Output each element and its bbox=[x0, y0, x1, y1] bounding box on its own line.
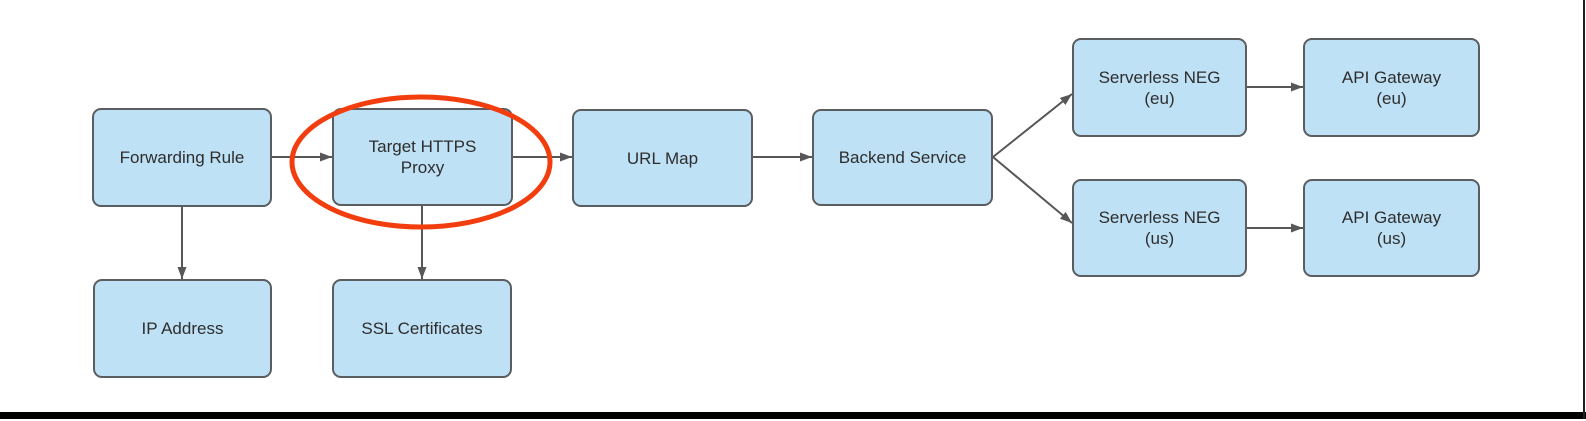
node-api-gateway-eu: API Gateway (eu) bbox=[1303, 38, 1480, 137]
node-backend-service: Backend Service bbox=[812, 109, 993, 206]
node-label: API Gateway bbox=[1341, 67, 1442, 87]
node-label: IP Address bbox=[141, 319, 224, 338]
arrow-backend-service-to-serverless-neg-eu bbox=[992, 93, 1073, 158]
node-label: URL Map bbox=[626, 148, 699, 168]
node-serverless-neg-us: Serverless NEG (us) bbox=[1072, 179, 1247, 277]
node-label: API Gateway bbox=[1341, 208, 1442, 227]
node-api-gateway-us: API Gateway (us) bbox=[1303, 179, 1480, 277]
node-label: Forwarding Rule bbox=[119, 148, 245, 167]
node-url-map: URL Map bbox=[572, 109, 753, 207]
node-forwarding-rule: Forwarding Rule bbox=[92, 108, 272, 207]
node-label: Serverless NEG bbox=[1098, 208, 1221, 227]
arrow-backend-service-to-serverless-neg-us bbox=[992, 156, 1073, 224]
node-serverless-neg-eu: Serverless NEG (eu) bbox=[1072, 38, 1247, 137]
node-ip-address: IP Address bbox=[93, 279, 272, 378]
node-label: (eu) bbox=[1144, 88, 1175, 108]
node-label: (us) bbox=[1144, 229, 1175, 248]
node-label: (us) bbox=[1376, 229, 1407, 248]
node-label: Backend Service bbox=[838, 148, 967, 167]
node-ssl-certificates: SSL Certificates bbox=[332, 279, 512, 378]
node-label: Proxy bbox=[400, 158, 445, 177]
node-label: Target HTTPS bbox=[368, 137, 477, 156]
node-label: Serverless NEG bbox=[1098, 67, 1221, 87]
node-label: SSL Certificates bbox=[361, 319, 483, 338]
node-label: (eu) bbox=[1376, 88, 1407, 108]
bottom-border-bar bbox=[0, 412, 1586, 419]
node-target-https-proxy: Target HTTPS Proxy bbox=[332, 108, 513, 206]
right-edge-line bbox=[1583, 0, 1585, 419]
